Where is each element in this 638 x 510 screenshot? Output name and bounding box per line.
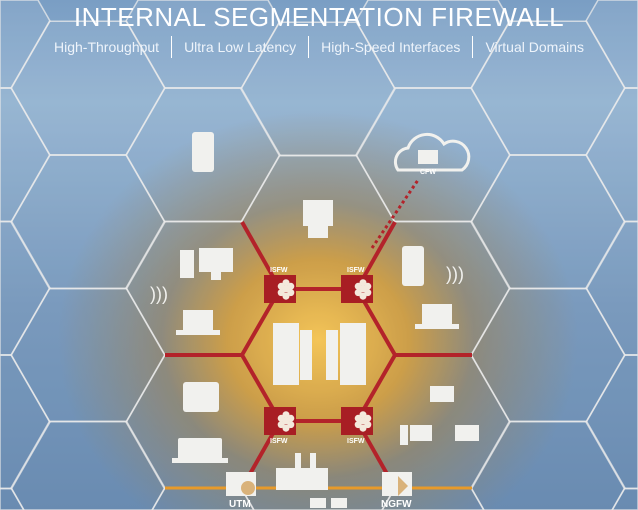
email-icon [310, 498, 347, 508]
isfw-firewall: ISFW [264, 267, 296, 303]
cfw-label: CFW [420, 169, 436, 176]
cloud-icon: CFW [393, 132, 471, 176]
hex-cell [585, 0, 638, 89]
isfw-label: ISFW [270, 438, 288, 445]
server-rack-icon [273, 323, 366, 385]
utm-label: UTM [229, 499, 251, 510]
hex-cell [0, 87, 51, 223]
smartphone-icon [192, 132, 214, 172]
isfw-firewall: ISFW [264, 407, 296, 445]
feature-list: High-Throughput Ultra Low Latency High-S… [0, 36, 638, 58]
wifi-icon: ))) [150, 284, 168, 304]
isfw-label: ISFW [347, 438, 365, 445]
isfw-firewall: ISFW [341, 407, 373, 445]
network-icon [400, 386, 479, 445]
feature-item: Virtual Domains [472, 36, 596, 58]
utm-firewall: UTM [226, 472, 256, 510]
feature-item: High-Speed Interfaces [308, 36, 472, 58]
firewalls: ISFW ISFW ISFW ISFW [264, 267, 373, 445]
hex-cell [611, 487, 638, 510]
feature-item: Ultra Low Latency [171, 36, 308, 58]
smartphone-icon [402, 246, 424, 286]
hex-cell [585, 354, 638, 490]
atm-icon [303, 200, 333, 238]
hex-cell [0, 487, 25, 510]
computer-icon [180, 248, 233, 280]
laptop-icon [176, 310, 220, 335]
wifi-icon: ))) [446, 264, 464, 284]
isfw-firewall: ISFW [341, 267, 373, 303]
feature-item: High-Throughput [54, 39, 160, 55]
hex-cell [0, 220, 51, 356]
factory-icon [276, 453, 328, 490]
page-title: INTERNAL SEGMENTATION FIREWALL [73, 2, 565, 32]
desk-phone-icon [183, 382, 219, 412]
fax-machine-icon [172, 438, 228, 463]
hex-cell [0, 354, 51, 490]
isfw-label: ISFW [270, 267, 288, 274]
ngfw-firewall: NGFW [381, 472, 412, 510]
hex-cell [585, 87, 638, 223]
laptop-icon [415, 304, 459, 329]
cloud-link [370, 179, 420, 249]
hex-cell [585, 220, 638, 356]
ngfw-label: NGFW [381, 499, 412, 510]
isfw-label: ISFW [347, 267, 365, 274]
